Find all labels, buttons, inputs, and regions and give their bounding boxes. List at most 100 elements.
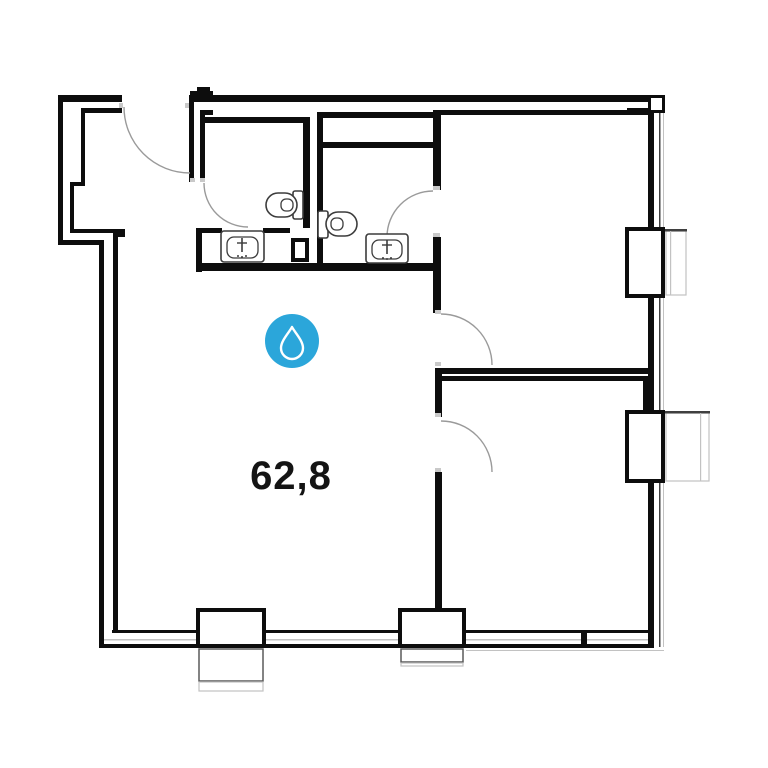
- balcony-bottom-a: [198, 648, 264, 682]
- badge-circle[interactable]: [265, 314, 319, 368]
- balcony-bottom-b-rail: [400, 662, 464, 667]
- wall-left-lower-inner: [113, 233, 118, 632]
- glazing-line: [663, 113, 665, 227]
- toilet-icon: [265, 190, 304, 220]
- wall-wc1-right: [303, 117, 310, 228]
- wall-left-lower-outer: [99, 240, 104, 648]
- wall-divider-inner-step: [643, 381, 648, 410]
- window-inner: [466, 644, 583, 648]
- door-jamb: [435, 413, 441, 417]
- window-outer: [112, 630, 198, 633]
- wall-top-main: [189, 95, 665, 102]
- wall-left-cap: [58, 240, 104, 245]
- door-jamb: [119, 103, 123, 108]
- door-jamb: [435, 310, 441, 314]
- window-mid: [466, 639, 583, 641]
- water-drop-badge[interactable]: [265, 314, 319, 368]
- wall-entry-inner: [200, 110, 205, 182]
- pier-bottom-b: [398, 608, 466, 648]
- sink-icon: [220, 230, 265, 263]
- balcony-frame: [665, 230, 687, 296]
- wall-left-outer: [58, 95, 63, 245]
- door-jamb: [200, 178, 205, 182]
- wall-top-left: [58, 95, 122, 102]
- wall-bedroom2-left: [435, 472, 442, 608]
- door-jamb: [435, 362, 441, 366]
- wall-bedroom1-top-step: [627, 108, 648, 115]
- balcony-inner-line: [700, 413, 702, 481]
- wall-wc2-right-lower: [433, 237, 441, 313]
- wall-wc2-duct-top: [317, 112, 435, 118]
- wall-left-inner-top: [81, 108, 122, 113]
- door-jamb: [433, 186, 440, 190]
- bedroom1-door-arc: [440, 313, 493, 366]
- wall-left-ledge: [70, 229, 125, 233]
- glazing-line: [659, 483, 661, 647]
- exterior-walls: [58, 87, 665, 648]
- pier-bottom-a: [196, 608, 266, 648]
- balcony-top-edge: [665, 229, 687, 232]
- wall-left-inner-2: [70, 182, 74, 233]
- bedroom2-door-arc: [440, 420, 493, 473]
- wall-divider-top: [435, 368, 648, 374]
- wall-left-notch: [118, 229, 125, 237]
- wc1-door-arc: [203, 182, 249, 228]
- wall-wc2-left: [317, 112, 323, 265]
- wall-left-inner-1: [81, 108, 85, 186]
- wall-divider-pier: [435, 368, 442, 417]
- wall-right-2: [648, 298, 654, 410]
- piers: [196, 227, 665, 648]
- window-mullion: [581, 630, 587, 648]
- facade-lines: [466, 113, 665, 652]
- balcony-bottom-a-rail: [198, 681, 264, 692]
- interior-walls: [189, 102, 648, 608]
- door-jamb: [185, 103, 189, 108]
- wall-wc1-stub-left: [196, 228, 222, 233]
- wall-wc1-top: [205, 117, 310, 123]
- wall-wc2-duct-bottom: [323, 142, 435, 148]
- wall-divider-bottom: [441, 376, 648, 381]
- window-inner: [587, 644, 654, 648]
- balcony-edge-line: [466, 650, 664, 652]
- wall-corner-block: [648, 95, 665, 113]
- area-label: 62,8: [250, 454, 332, 498]
- glazing-line: [659, 113, 661, 227]
- window-inner: [99, 644, 198, 648]
- wall-bedroom1-top: [441, 110, 627, 115]
- wc2-door-arc: [386, 190, 434, 238]
- balconies: [198, 229, 710, 692]
- water-drop-icon: [279, 325, 305, 361]
- door-jamb: [433, 233, 440, 237]
- wall-right-3: [648, 483, 654, 648]
- balcony-inner-line: [670, 231, 672, 295]
- entry-door-arc: [123, 106, 191, 174]
- window-inner: [266, 644, 398, 648]
- wall-entry-step: [200, 110, 213, 115]
- wall-left-step: [70, 182, 85, 186]
- wall-wc-bottom: [196, 263, 440, 271]
- wall-top-bump-step: [197, 87, 210, 92]
- glazing-line: [663, 483, 665, 647]
- glazing-line: [659, 298, 661, 410]
- window-outer: [587, 630, 648, 633]
- door-jamb: [435, 468, 441, 472]
- wall-wc1-stub-right: [263, 228, 290, 233]
- doors: [119, 103, 493, 473]
- wall-entry-outer: [189, 102, 194, 182]
- pier-right-1: [625, 227, 665, 298]
- window-outer: [266, 630, 398, 633]
- balcony-right-1: [665, 229, 687, 296]
- glazing-line: [663, 298, 665, 410]
- shaft-box: [291, 238, 309, 262]
- window-mid: [266, 639, 398, 641]
- bathroom-fixtures: [220, 190, 409, 264]
- sink-icon: [365, 233, 409, 264]
- window-outer: [466, 630, 583, 633]
- door-jamb: [190, 178, 195, 182]
- window-mid: [104, 639, 198, 641]
- wall-right-1: [648, 112, 654, 227]
- balcony-top-edge: [665, 411, 710, 414]
- balcony-right-2: [665, 411, 710, 482]
